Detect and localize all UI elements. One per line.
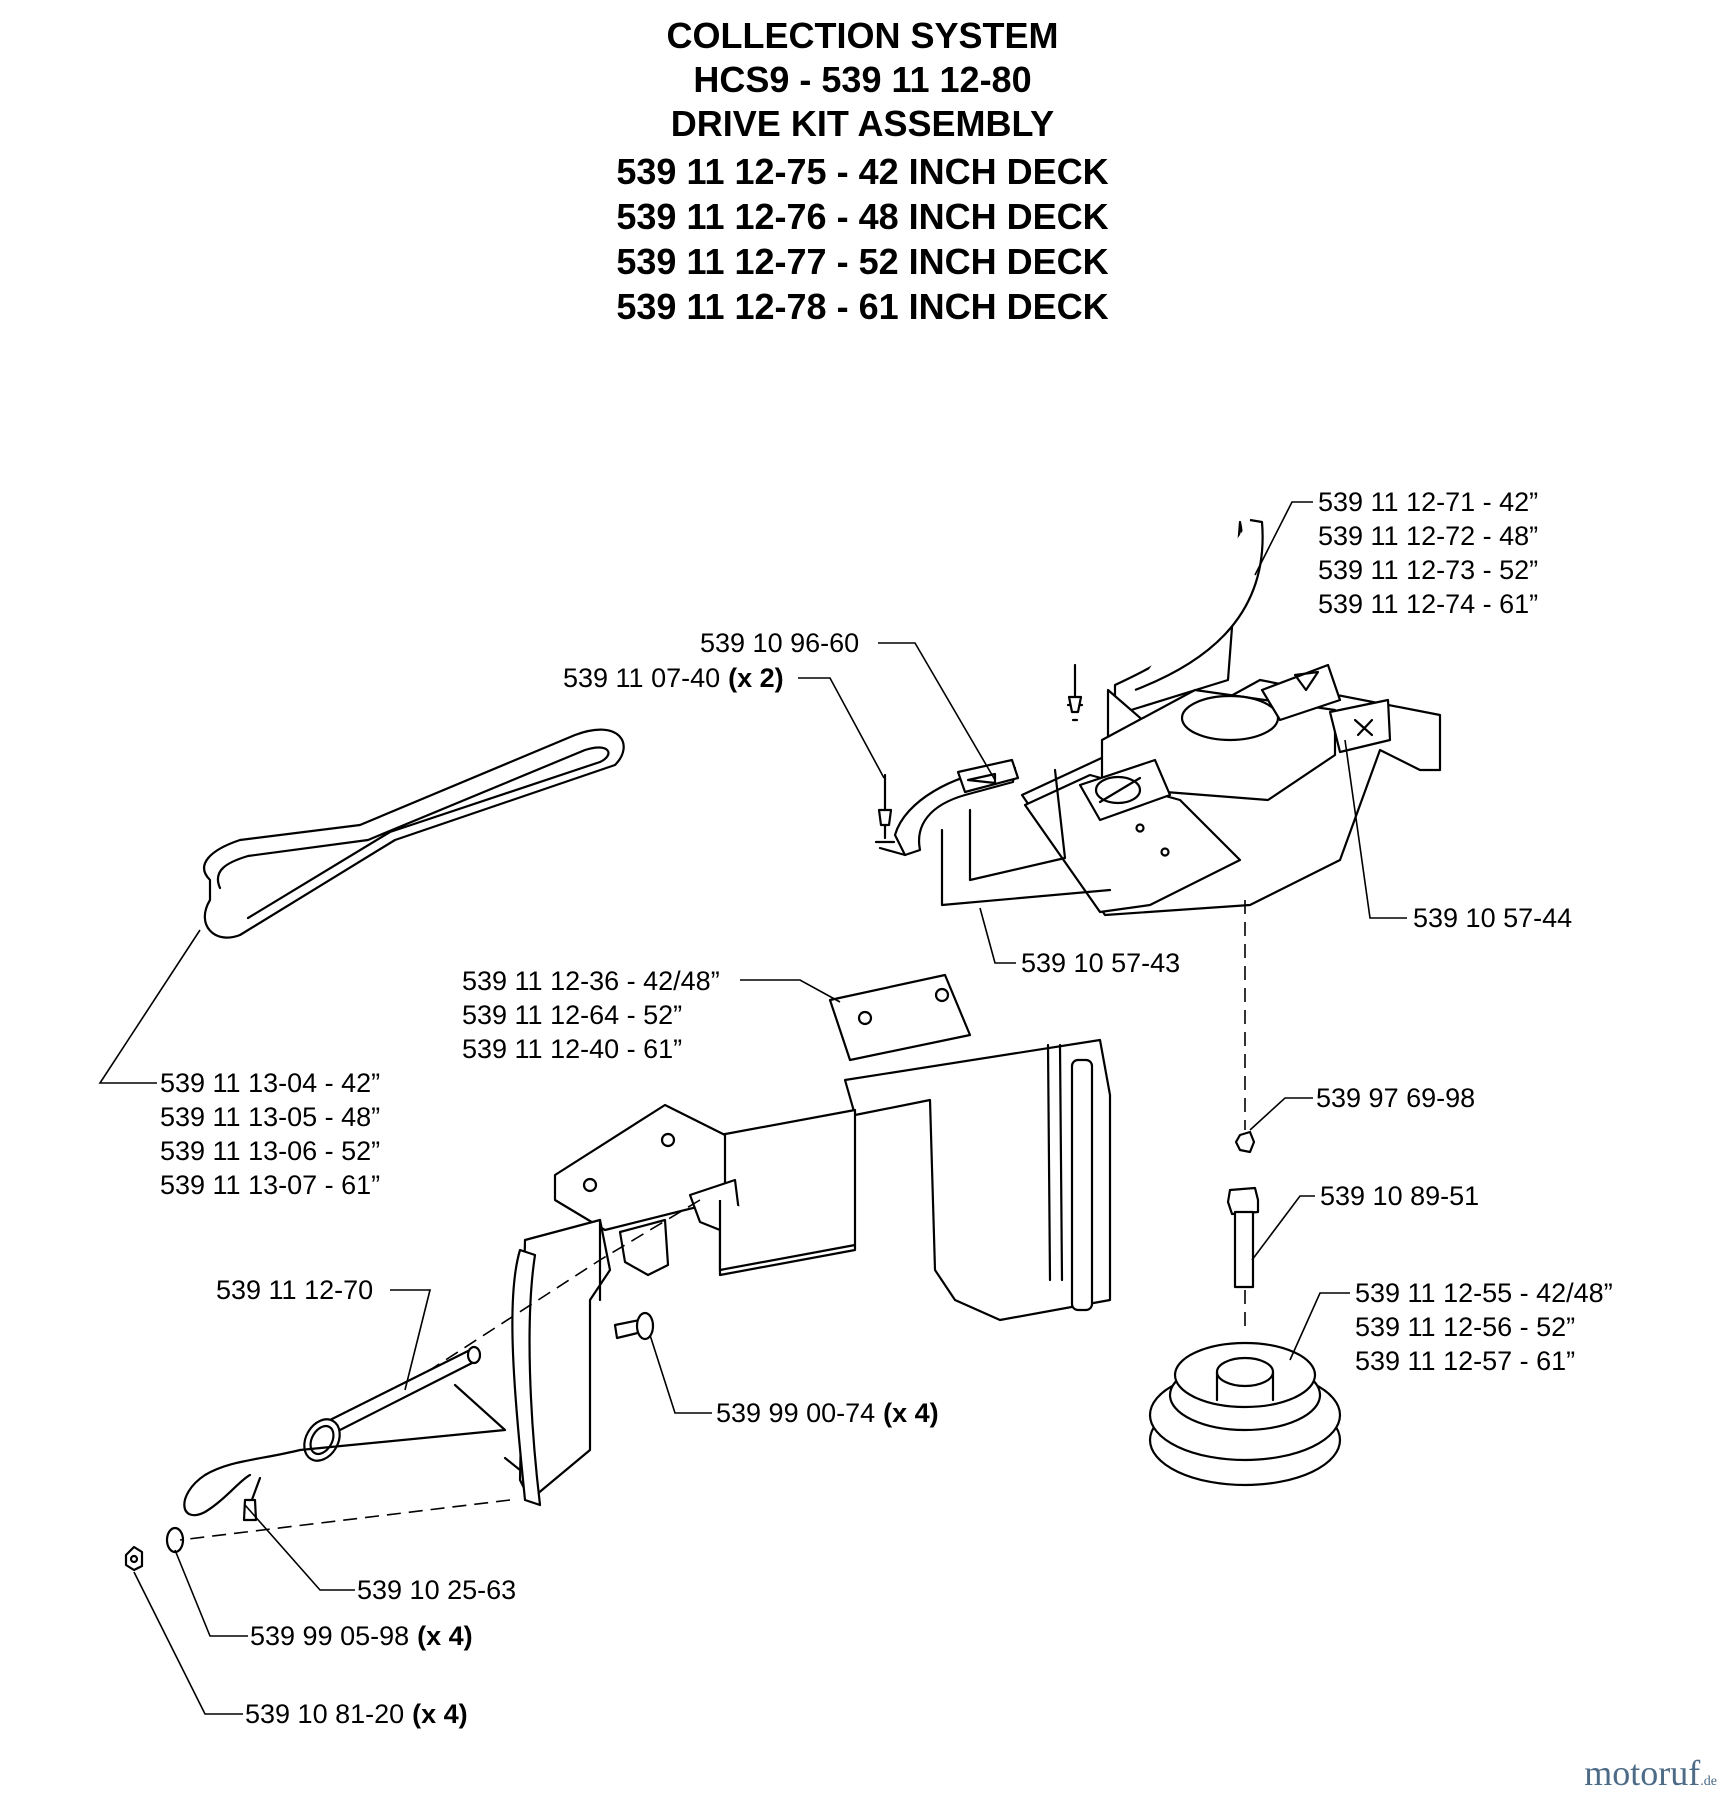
label-bolt: 539 10 89-51 [1320,1181,1479,1211]
label-nut: 539 10 81-20(x 4) [245,1699,468,1729]
label-lanyard: 539 10 25-63 [357,1575,516,1605]
label-belt-42: 539 11 13-04 - 42” [160,1068,380,1098]
chute-cover-assembly [1020,518,1442,917]
leader-lines [98,501,1407,1715]
title-deck-52: 539 11 12-77 - 52 INCH DECK [616,241,1109,282]
drive-pulley [1148,1341,1342,1487]
title-deck-42: 539 11 12-75 - 42 INCH DECK [616,151,1109,192]
lock-nut [124,1545,144,1572]
label-pulley-61: 539 11 12-57 - 61” [1355,1346,1575,1376]
label-screw: 539 99 00-74(x 4) [716,1398,939,1428]
label-nut-top: 539 97 69-98 [1316,1083,1475,1113]
pulley-bolt-nut [1234,1130,1256,1154]
alignment-lines [179,900,1246,1541]
label-decal-44: 539 10 57-44 [1413,903,1572,933]
label-chute-cover-52: 539 11 12-73 - 52” [1318,555,1538,585]
drive-belt [203,728,625,939]
label-decal-43: 539 10 57-43 [1021,948,1180,978]
label-belt-48: 539 11 13-05 - 48” [160,1102,380,1132]
label-belt-52: 539 11 13-06 - 52” [160,1136,380,1166]
mounting-bracket [503,973,1112,1507]
title-deck-48: 539 11 12-76 - 48 INCH DECK [616,196,1109,237]
label-bracket-42-48: 539 11 12-36 - 42/48” [462,966,720,996]
watermark-logo: motoruf.de [1584,1753,1717,1793]
title-drive-kit: DRIVE KIT ASSEMBLY [670,103,1055,144]
lanyard-cable [183,1448,302,1522]
part-labels: 539 11 12-71 - 42” 539 11 12-72 - 48” 53… [160,487,1613,1729]
title-model-number: HCS9 - 539 11 12-80 [693,59,1032,100]
label-rivet: 539 11 07-40(x 2) [563,663,784,693]
label-pulley-42-48: 539 11 12-55 - 42/48” [1355,1278,1613,1308]
label-chute-cover-61: 539 11 12-74 - 61” [1318,589,1538,619]
title-deck-61: 539 11 12-78 - 61 INCH DECK [616,286,1109,327]
label-chute-cover-42: 539 11 12-71 - 42” [1318,487,1538,517]
label-washer: 539 99 05-98(x 4) [250,1621,473,1651]
label-chute-cover-48: 539 11 12-72 - 48” [1318,521,1538,551]
label-pulley-52: 539 11 12-56 - 52” [1355,1312,1575,1342]
carriage-screw [613,1311,655,1341]
hitch-pin [303,1345,482,1462]
pulley-bolt [1226,1186,1260,1289]
label-bracket-52: 539 11 12-64 - 52” [462,1000,682,1030]
label-pin: 539 11 12-70 [216,1275,373,1305]
title-collection-system: COLLECTION SYSTEM [666,15,1059,56]
label-belt-61: 539 11 13-07 - 61” [160,1170,380,1200]
label-latch: 539 10 96-60 [700,628,859,658]
label-bracket-61: 539 11 12-40 - 61” [462,1034,682,1064]
